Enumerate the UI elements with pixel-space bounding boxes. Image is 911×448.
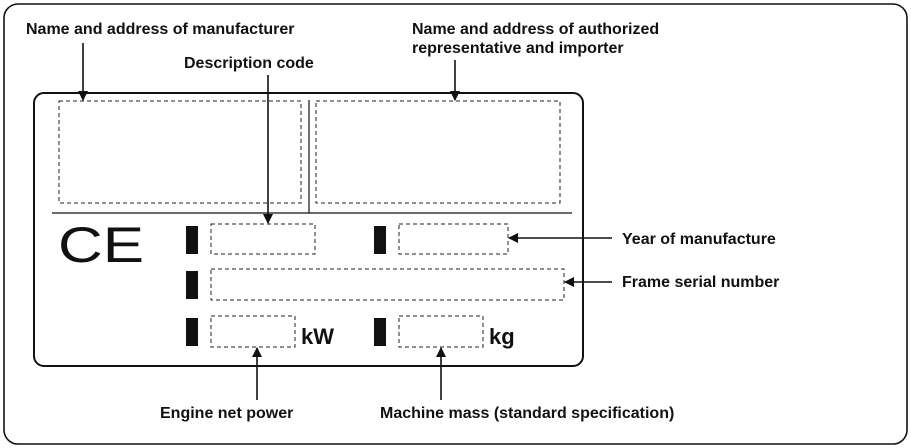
manufacturer-field: [58, 100, 302, 204]
representative-label-line2: representative and importer: [412, 40, 624, 57]
power-unit: kW: [301, 324, 334, 349]
power-label: Engine net power: [160, 405, 293, 422]
representative-field: [315, 100, 561, 204]
power-field: [210, 315, 296, 348]
outer-frame: [3, 3, 908, 445]
mass-field: [398, 315, 484, 348]
mass-marker: [374, 318, 386, 346]
description-code-marker: [186, 226, 198, 254]
power-marker: [186, 318, 198, 346]
nameplate: [33, 92, 584, 367]
mass-unit: kg: [489, 324, 515, 349]
serial-label: Frame serial number: [622, 274, 779, 291]
representative-label-line1: Name and address of authorized: [412, 21, 659, 38]
serial-marker: [186, 271, 198, 299]
description-code-field: [210, 223, 316, 255]
year-marker: [374, 226, 386, 254]
description-code-label: Description code: [184, 55, 314, 72]
ce-mark: CE: [58, 217, 144, 273]
year-label: Year of manufacture: [622, 231, 776, 248]
year-field: [398, 223, 509, 255]
serial-field: [210, 268, 565, 301]
manufacturer-label: Name and address of manufacturer: [26, 21, 295, 38]
mass-label: Machine mass (standard specification): [380, 405, 674, 422]
